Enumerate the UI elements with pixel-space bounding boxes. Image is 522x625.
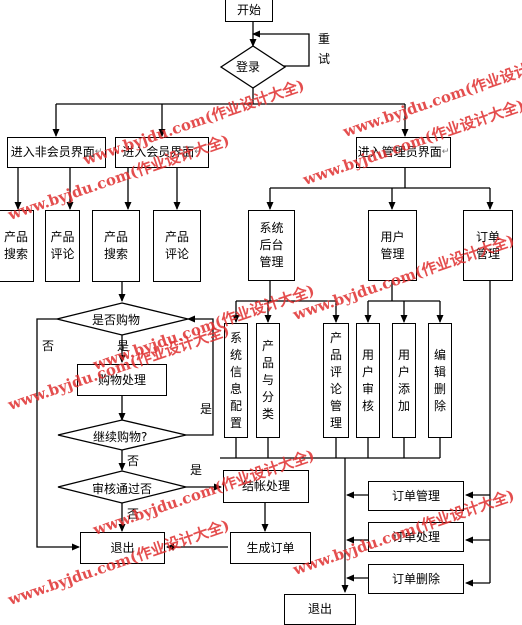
review-management-node: 产品评论管理 [323,323,349,438]
exit-bottom-node: 退出 [284,594,356,625]
member-ui-node: 进入会员界面↵ [115,137,209,168]
yes-label-continue: 是 [200,402,213,416]
yes-label-audit: 是 [190,463,203,477]
system-backend-node: 系统后台管理 [248,210,295,281]
decision-continue-shopping [57,419,187,451]
continue-shopping-label: 继续购物? [93,430,148,444]
start-node: 开始 [225,0,273,22]
decision-is-shopping [56,302,189,336]
shopping-process-node: 购物处理 [77,364,167,396]
is-shopping-label: 是否购物 [92,313,141,327]
no-label-continue: 否 [127,454,140,468]
edit-delete-node: 编辑删除 [428,323,452,438]
checkout-node: 结帐处理 [223,470,309,503]
no-label-shopping: 否 [42,339,55,353]
m-product-search-node: 产品搜索 [92,210,140,282]
edge-retry-loop [252,30,310,67]
product-category-node: 产品与分类 [256,323,280,438]
retry-label-1: 重 [318,32,331,46]
non-member-ui-node: 进入非会员界面↵ [7,137,106,168]
user-management-node: 用户管理 [368,210,417,281]
no-label-audit: 否 [127,507,140,521]
order-management-node: 订单管理 [463,210,513,281]
user-add-node: 用户添加 [392,323,416,438]
order-delete-node: 订单删除 [368,564,464,594]
exit-left-node: 退出 [80,532,165,564]
retry-label-2: 试 [318,52,331,66]
nm-product-search-node: 产品搜索 [0,210,34,282]
decision-audit-passed [57,470,187,504]
admin-ui-node: 进入管理员界面↵ [356,137,451,168]
decision-login [219,45,287,89]
audit-passed-label: 审核通过否 [92,482,153,496]
m-product-review-node: 产品评论 [153,210,201,282]
sys-config-node: 系统信息配置 [224,323,248,438]
yes-label-shopping: 是 [117,339,130,353]
login-label: 登录 [236,60,261,74]
generate-order-node: 生成订单 [230,532,311,564]
nm-product-review-node: 产品评论 [45,210,80,282]
order-process-node: 订单处理 [368,522,464,552]
order-manage-node: 订单管理 [368,481,464,511]
user-audit-node: 用户审核 [356,323,380,438]
